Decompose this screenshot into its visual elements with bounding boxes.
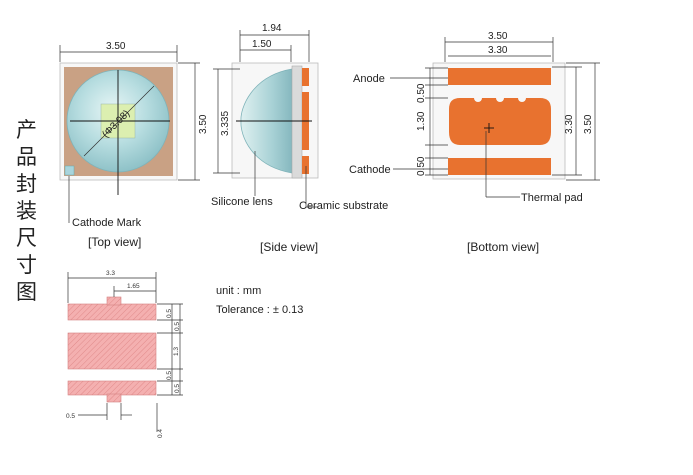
cathode-height-dim: 0.50: [416, 156, 427, 176]
ceramic-substrate-label: Ceramic substrate: [299, 200, 388, 212]
fp-dim-4: 0.5: [166, 371, 173, 380]
side-view-caption: [Side view]: [260, 240, 318, 254]
side-view: 1.94 1.50 3.335 Silicone lens Ceramic su…: [211, 23, 388, 254]
fp-dim-2: 0.5: [174, 322, 181, 331]
thermal-pad: [449, 98, 551, 145]
bottom-view-caption: [Bottom view]: [467, 240, 539, 254]
anode-label: Anode: [353, 73, 385, 85]
footprint-width-dim: 3.3: [106, 270, 115, 277]
thermal-pad-label: Thermal pad: [521, 192, 583, 204]
bottom-outer-height-dim: 3.50: [583, 114, 594, 134]
bottom-pad-width-dim: 3.30: [488, 45, 508, 56]
title-char-1: 产: [16, 118, 37, 142]
title-char-5: 尺: [16, 226, 37, 250]
footprint-cathode-pad: [67, 380, 157, 396]
thermal-height-dim: 1.30: [416, 111, 427, 131]
ceramic-substrate-side: [291, 65, 303, 179]
bottom-view: 3.50 3.30 0.50 1.30 0.50 3.30 3.50 Anode…: [349, 31, 600, 254]
title-char-7: 图: [16, 280, 37, 304]
side-height-dim: 3.335: [220, 111, 231, 136]
footprint-anode-pad: [67, 303, 157, 321]
side-pad-bottom: [302, 156, 309, 174]
bottom-outer-width-dim: 3.50: [488, 31, 508, 42]
recommended-footprint: 3.3 1.65 0.5 0.5 1.3 0.5 0.5 0.5 0.4: [66, 270, 183, 438]
unit-notes: unit : mm Tolerance : ± 0.13: [216, 282, 303, 320]
footprint-gap-bottom-dim: 0.4: [157, 429, 164, 438]
title-char-6: 寸: [16, 253, 37, 277]
top-width-dim: 3.50: [106, 41, 126, 52]
top-height-dim: 3.50: [198, 114, 209, 134]
anode-height-dim: 0.50: [416, 83, 427, 103]
title-char-4: 装: [16, 199, 37, 223]
tolerance-line: Tolerance : ± 0.13: [216, 304, 304, 316]
side-lens-width-dim: 1.50: [252, 39, 272, 50]
vertical-title: 产 品 封 装 尺 寸 图: [16, 118, 37, 304]
fp-dim-1: 0.5: [166, 309, 173, 318]
fp-dim-3: 1.3: [173, 347, 180, 356]
fp-dim-5: 0.5: [174, 384, 181, 393]
side-total-width-dim: 1.94: [262, 23, 282, 34]
top-view: (Φ3.08) 3.50 3.50 Cathode Mark [Top view…: [59, 41, 209, 249]
footprint-half-width-dim: 1.65: [127, 283, 140, 290]
title-char-2: 品: [16, 145, 37, 169]
cathode-label: Cathode: [349, 164, 391, 176]
anode-pad: [448, 68, 551, 85]
title-char-3: 封: [16, 172, 37, 196]
footprint-thermal-pad: [67, 332, 157, 370]
unit-line: unit : mm: [216, 285, 262, 297]
side-pad-top: [302, 68, 309, 86]
cathode-mark-square: [64, 165, 75, 176]
cathode-pad: [448, 158, 551, 175]
bottom-inner-height-dim: 3.30: [564, 114, 575, 134]
cathode-mark-label: Cathode Mark: [72, 217, 142, 229]
silicone-lens-label: Silicone lens: [211, 196, 273, 208]
top-view-caption: [Top view]: [88, 235, 141, 249]
footprint-gap-left-dim: 0.5: [66, 413, 75, 420]
